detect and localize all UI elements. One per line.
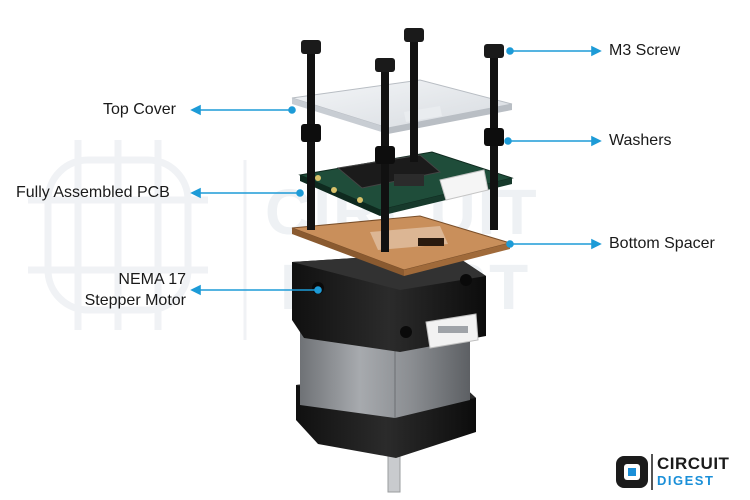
leader-top-cover <box>190 104 296 116</box>
leader-washers <box>504 135 602 147</box>
screw-front <box>375 58 395 252</box>
label-washers: Washers <box>609 132 672 149</box>
top-cover <box>291 79 513 134</box>
label-m3-screw: M3 Screw <box>609 42 681 59</box>
label-top-cover: Top Cover <box>103 101 176 118</box>
label-bottom-spacer: Bottom Spacer <box>609 235 715 252</box>
leader-m3-screw <box>506 45 602 57</box>
screw-left <box>301 40 321 230</box>
leader-nema <box>190 284 322 296</box>
screw-right <box>484 44 504 230</box>
screw-back <box>404 28 424 162</box>
label-stepper-motor: Stepper Motor <box>84 292 186 309</box>
label-fully-assembled-pcb: Fully Assembled PCB <box>16 184 170 201</box>
leader-bottom-spacer <box>506 238 602 250</box>
motor-connector <box>425 313 479 349</box>
leader-pcb <box>190 187 304 199</box>
circuit-digest-logo-icon <box>616 454 653 490</box>
bottom-spacer <box>291 215 512 276</box>
label-nema-17: NEMA 17 <box>118 271 186 288</box>
watermark-chip-icon <box>28 140 208 330</box>
circuit-digest-logo: CIRCUIT DIGEST <box>611 452 743 492</box>
logo-subtitle: DIGEST <box>657 473 715 488</box>
logo-title: CIRCUIT <box>657 454 730 473</box>
pcb-board <box>298 151 514 216</box>
